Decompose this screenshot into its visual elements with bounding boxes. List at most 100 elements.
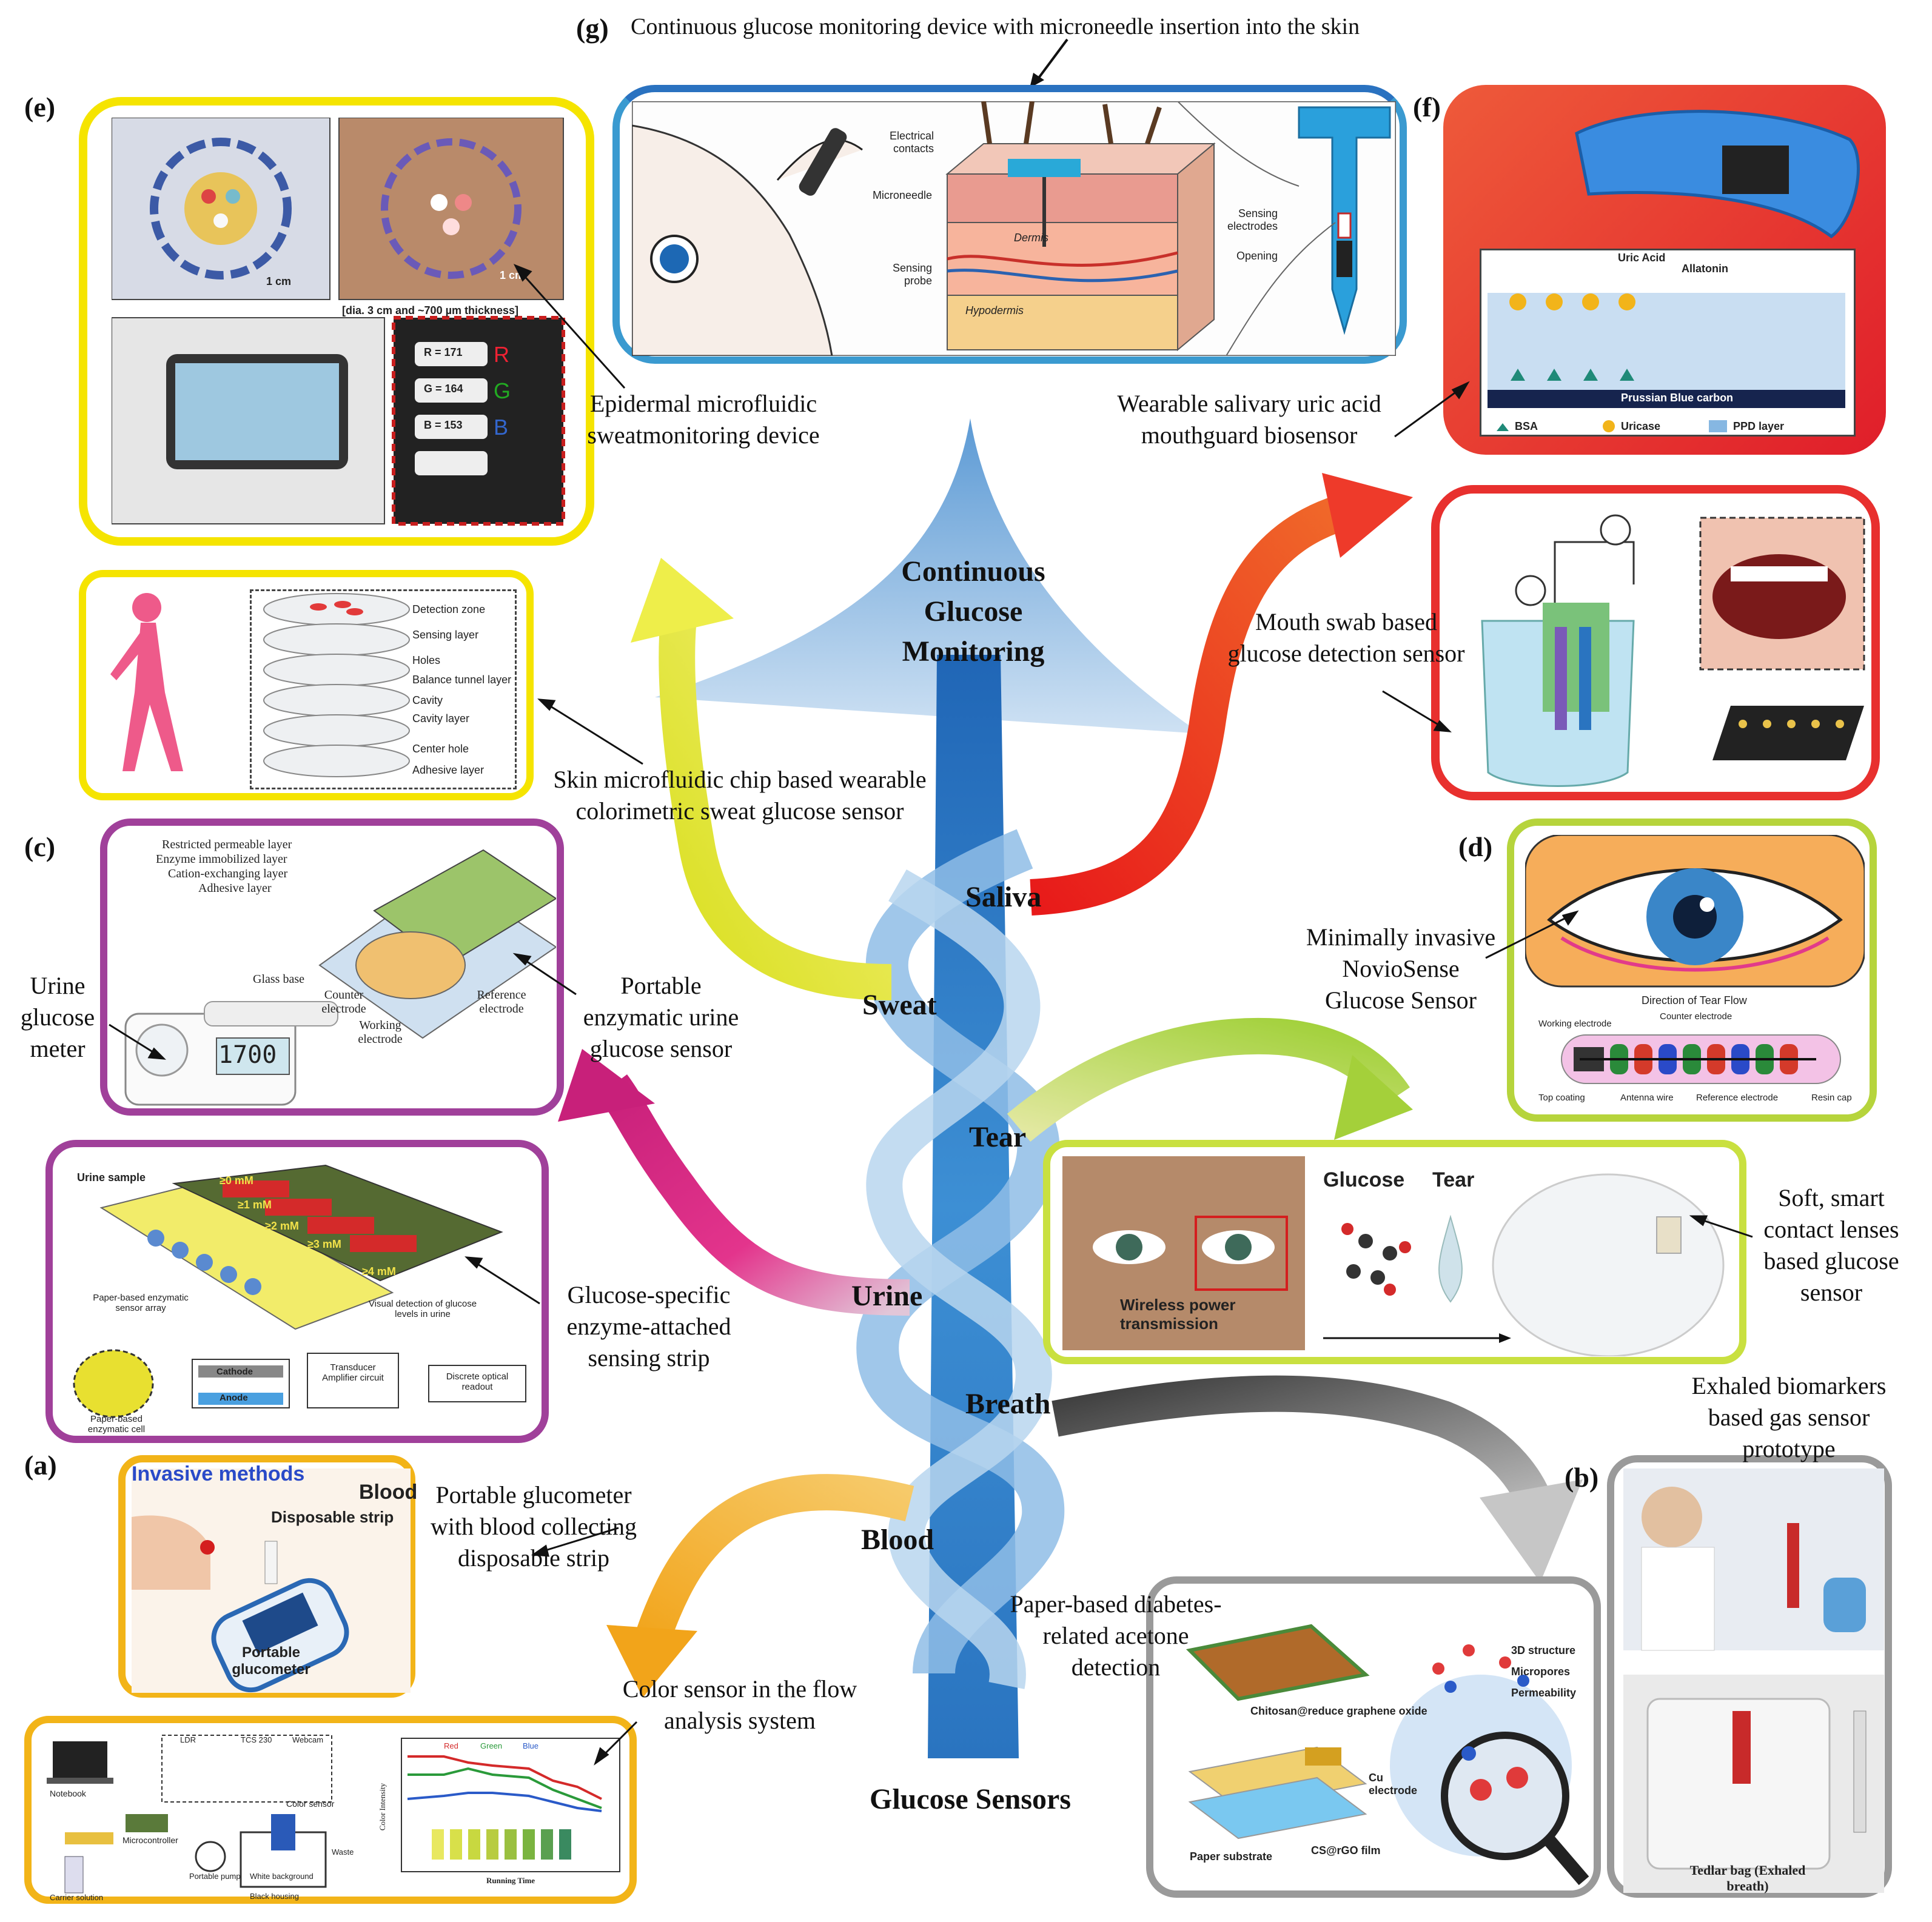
saliva-arrow	[1030, 492, 1358, 916]
pump-label: Portable pump	[189, 1872, 241, 1881]
chip-layers: Detection zone Sensing layer Holes Balan…	[250, 589, 517, 789]
layer-adhesive: Adhesive layer	[412, 764, 485, 776]
webcam-label: Webcam	[292, 1735, 324, 1744]
layer-restricted: Restricted permeable layer	[162, 838, 292, 851]
panel-d-caption: Minimally invasive NovioSense Glucose Se…	[1306, 923, 1496, 1014]
d-antenna: Antenna wire	[1620, 1093, 1674, 1103]
center-title: Glucose Sensors	[869, 1783, 1071, 1815]
stream-saliva: Saliva	[965, 881, 1042, 913]
layer-cavity-layer: Cavity layer	[412, 712, 470, 725]
strip-illustration	[73, 1164, 526, 1418]
legend-green: Green	[480, 1741, 503, 1750]
panel-g-label: (g)	[576, 13, 609, 44]
layer-balance: Balance tunnel layer	[412, 674, 512, 686]
color-sensor-caption: Color sensor in the flow analysis system	[622, 1675, 857, 1734]
legend-bsa: BSA	[1515, 420, 1538, 432]
panel-d: Direction of Tear Flow Working electrode…	[1507, 819, 1877, 1122]
chitosan-label: Chitosan@reduce graphene oxide	[1250, 1705, 1427, 1717]
reading-g: G = 164	[424, 383, 463, 395]
d-reference: Reference electrode	[1696, 1093, 1779, 1103]
panel-acetone: Chitosan@reduce graphene oxide Cu electr…	[1146, 1576, 1601, 1898]
layer-glass: Glass base	[253, 973, 304, 986]
stream-blood: Blood	[861, 1524, 934, 1556]
working-electrode: Working electrode	[358, 1019, 403, 1046]
callout-sensing-probe: Sensing probe	[892, 262, 932, 287]
lens-wireless: Wireless power transmission	[1120, 1296, 1236, 1333]
micropores-label: Micropores	[1511, 1666, 1571, 1678]
panel-a: Invasive methods Blood Disposable strip …	[118, 1455, 418, 1698]
panel-e: 1 cm 1 cm [dia. 3 cm and ~700 µm thickne…	[79, 97, 594, 546]
legend-uricase: Uricase	[1621, 420, 1661, 432]
cu-electrode-label: Cu electrode	[1369, 1772, 1418, 1796]
breath-arrow	[1052, 1375, 1558, 1525]
panel-lens: Glucose Tear Wireless power transmission	[1043, 1140, 1746, 1364]
panel-c-caption: Portable enzymatic urine glucose sensor	[583, 972, 739, 1062]
panel-a-caption: Portable glucometer with blood collectin…	[431, 1481, 637, 1572]
layer-center-hole: Center hole	[412, 743, 469, 755]
reading-b: B = 153	[424, 419, 463, 431]
csrgo-label: CS@rGO film	[1311, 1844, 1381, 1857]
conc-2: ≥2 mM	[265, 1220, 299, 1232]
applicator	[799, 128, 847, 196]
panel-skin-chip: Detection zone Sensing layer Holes Balan…	[79, 570, 534, 800]
urine-sensor-illustration	[124, 849, 556, 1106]
panel-e-label: (e)	[24, 92, 56, 122]
panel-g-illustration	[632, 101, 1396, 356]
reference-electrode: Reference electrode	[477, 988, 526, 1016]
stream-urine: Urine	[851, 1280, 923, 1312]
stream-tear: Tear	[969, 1121, 1027, 1153]
d-resin-cap: Resin cap	[1811, 1093, 1852, 1103]
panel-f: Uric Acid Allatonin Prussian Blue carbon…	[1443, 85, 1886, 455]
uric-acid-label: Uric Acid	[1618, 252, 1666, 264]
series-red	[408, 1755, 602, 1800]
strip-caption: Glucose-specific enzyme-attached sensing…	[566, 1281, 731, 1371]
layer-sensing: Sensing layer	[412, 629, 479, 641]
prussian-blue-label: Prussian Blue carbon	[1621, 392, 1734, 404]
mouthguard	[1575, 110, 1860, 239]
scale-bar-1: 1 cm	[266, 275, 292, 287]
urine-meter-caption: Urine glucose meter	[20, 972, 95, 1062]
panel-b-caption: Exhaled biomarkers based gas sensor prot…	[1691, 1372, 1887, 1462]
color-sensor-label: Color sensor	[286, 1799, 335, 1809]
y-axis-label: Color Intensity	[378, 1783, 387, 1831]
layer-detection: Detection zone	[412, 603, 486, 615]
white-bg-label: White background	[250, 1872, 314, 1881]
optical-readout-label: Discrete optical readout	[446, 1371, 509, 1392]
anode-label: Anode	[220, 1393, 248, 1403]
carrier-label: Carrier solution	[50, 1893, 104, 1902]
portable-glucometer-label: Portable glucometer	[232, 1644, 310, 1678]
scale-bar-2: 1 cm	[500, 269, 525, 281]
panel-e-caption: Epidermal microfluidic sweatmonitoring d…	[587, 390, 820, 449]
panel-f-caption: Wearable salivary uric acid mouthguard b…	[1117, 390, 1381, 449]
panel-c-label: (c)	[24, 831, 56, 862]
color-intensity-chart	[401, 1738, 620, 1872]
paper-substrate-label: Paper substrate	[1190, 1850, 1273, 1863]
tear-arrow	[1007, 1017, 1410, 1142]
allatonin-label: Allatonin	[1682, 263, 1728, 275]
layer-adhesive-c: Adhesive layer	[198, 882, 272, 895]
twist-2	[866, 869, 1052, 1689]
disposable-strip-label: Disposable strip	[271, 1508, 394, 1526]
series-green	[408, 1767, 602, 1809]
tcs-label: TCS 230	[241, 1735, 272, 1744]
microcontroller-label: Microcontroller	[122, 1835, 178, 1845]
blood-label: Blood	[359, 1481, 418, 1504]
callout-microneedle: Microneedle	[872, 189, 932, 201]
callout-hypodermis: Hypodermis	[965, 304, 1024, 316]
tedlar-bag-label: Tedlar bag (Exhaled breath)	[1689, 1863, 1806, 1894]
layer-enzyme: Enzyme immobilized layer	[156, 852, 287, 866]
x-axis-label: Running Time	[486, 1876, 535, 1885]
breath-photo	[1623, 1468, 1884, 1893]
panel-g-title: Continuous glucose monitoring device wit…	[631, 14, 1360, 39]
meter-display: 1700	[218, 1041, 277, 1069]
letter-g: G	[494, 378, 511, 403]
letter-b: B	[494, 415, 509, 440]
permeability-label: Permeability	[1511, 1687, 1577, 1699]
cgm-label: Continuous Glucose Monitoring	[901, 555, 1045, 668]
arm-shape	[632, 124, 833, 356]
flow-system-illustration	[47, 1735, 332, 1894]
invasive-methods-label: Invasive methods	[132, 1462, 305, 1485]
mouth-swab-illustration	[1481, 514, 1865, 787]
amplifier-label: Transducer Amplifier circuit	[322, 1362, 384, 1383]
